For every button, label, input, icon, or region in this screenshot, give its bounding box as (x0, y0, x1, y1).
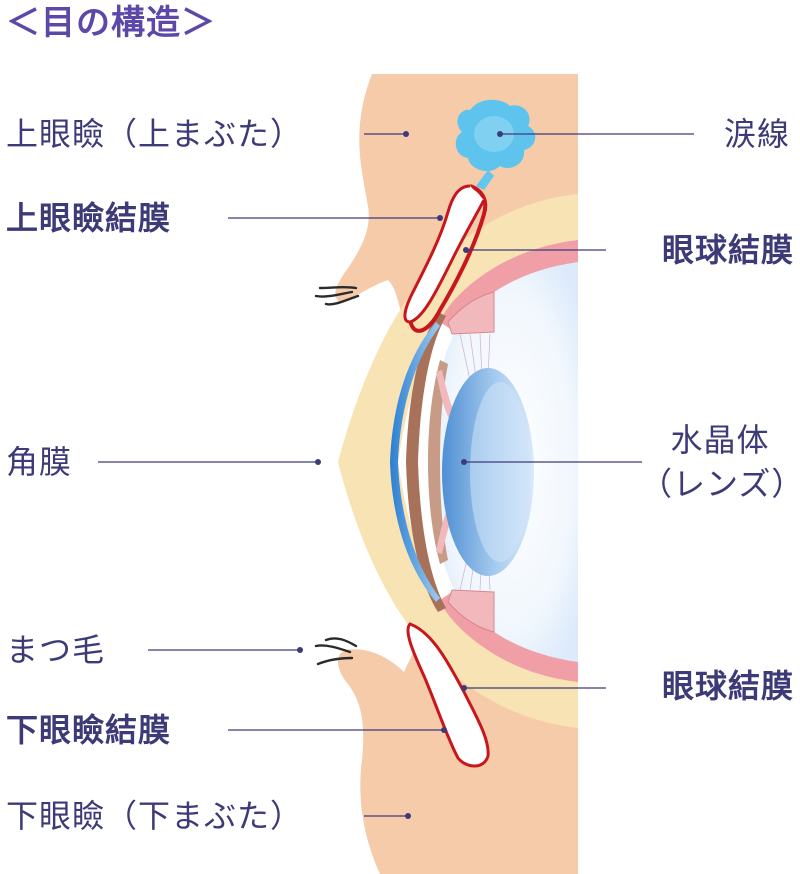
ciliary-body-upper (447, 291, 495, 335)
lacrimal-gland-shape (455, 99, 536, 190)
eyelashes-upper-shape (314, 285, 360, 306)
label-eyelashes: まつ毛 (6, 631, 106, 669)
iris-edge-upper (436, 370, 456, 420)
label-lower-eyelid: 下眼瞼（下まぶた） (6, 797, 304, 835)
upper-conjunctiva-line (408, 184, 488, 333)
leader-dots (297, 131, 503, 819)
iris-inner (428, 360, 448, 564)
leader-lines (98, 133, 694, 817)
label-bulbar-conjunctiva-lower: 眼球結膜 (661, 667, 794, 705)
eyelashes-lower-shape (314, 637, 358, 666)
lower-conjunctiva-fold (406, 622, 490, 768)
cornea-shape (390, 322, 440, 602)
ciliary-body-lower (447, 589, 495, 633)
label-lens-line1: 水晶体 (670, 421, 770, 459)
label-cornea: 角膜 (6, 443, 73, 481)
label-bulbar-conjunctiva-upper: 眼球結膜 (661, 231, 794, 269)
label-lens-line2: （レンズ） (640, 465, 800, 503)
label-upper-eyelid: 上眼瞼（上まぶた） (6, 115, 304, 153)
label-upper-palpebral-conjunctiva: 上眼瞼結膜 (6, 199, 172, 237)
upper-conjunctiva-fold (403, 184, 486, 324)
sclera (338, 194, 578, 728)
label-lower-palpebral-conjunctiva: 下眼瞼結膜 (6, 711, 172, 749)
page-title: ＜目の構造＞ (6, 3, 216, 43)
iris (406, 312, 446, 612)
lens-highlight (470, 382, 530, 562)
label-lacrimal-gland: 涙線 (723, 115, 790, 153)
